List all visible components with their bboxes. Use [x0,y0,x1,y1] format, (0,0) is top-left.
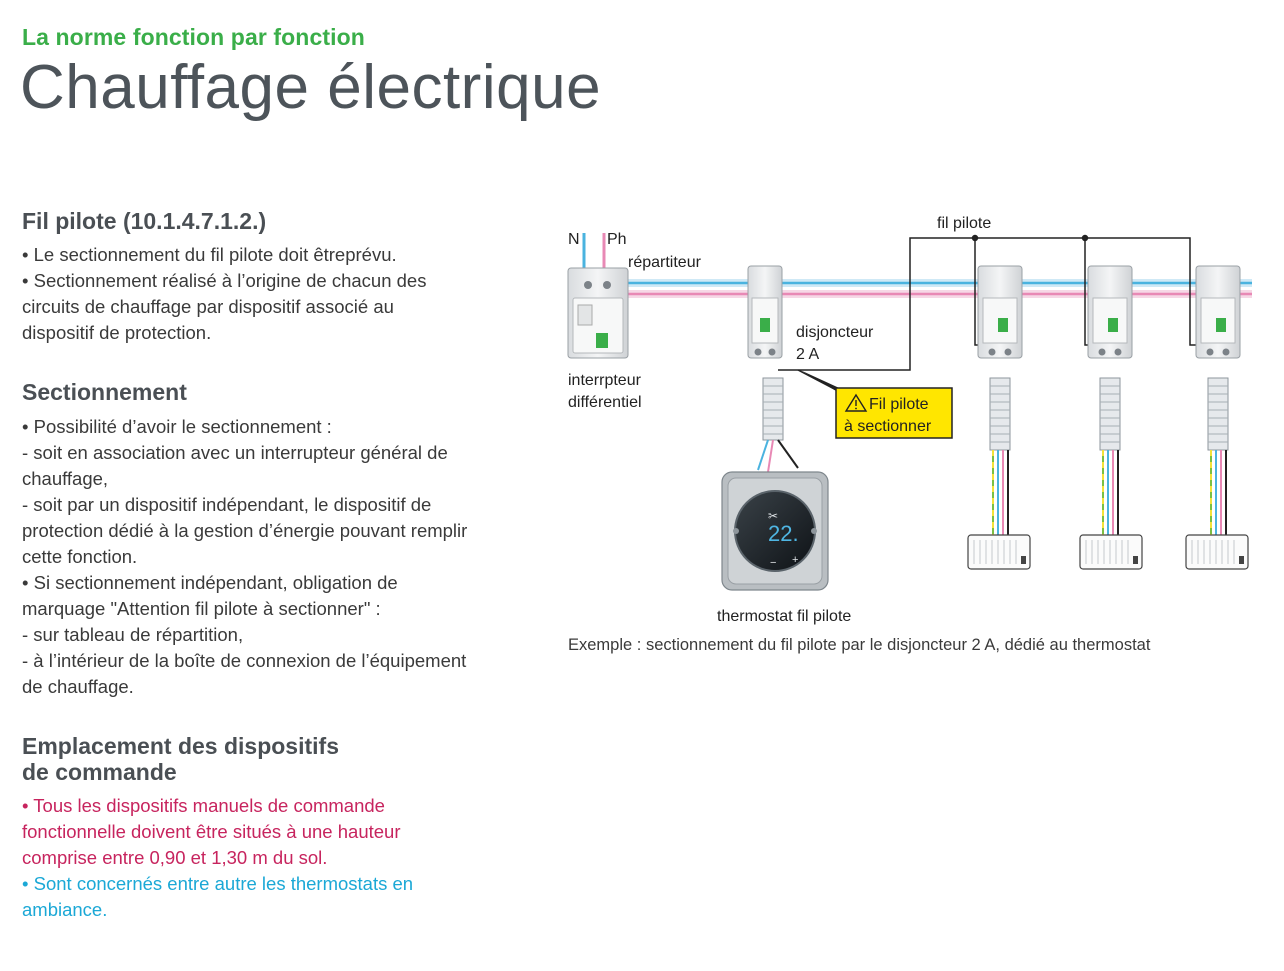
text-line: cette fonction. [22,546,138,567]
label-fil-pilote: fil pilote [937,215,991,232]
text-line: - à l’intérieur de la boîte de connexion… [22,650,467,671]
busbars [612,279,1252,298]
minus-icon: − [770,557,776,569]
conduit [989,377,1011,451]
section-heading-emplacement: Emplacement des dispositifs de commande [22,733,537,785]
supertitle: La norme fonction par fonction [22,24,365,50]
toggle-lever [596,333,608,348]
text-line: - soit par un dispositif indépendant, le… [22,494,432,515]
text-line: marquage "Attention fil pilote à section… [22,598,381,619]
heading-line: de commande [22,759,177,785]
junction-dot [1081,234,1089,242]
toggle-lever [998,318,1008,332]
text-line: • Possibilité d’avoir le sectionnement : [22,416,332,437]
section-body-sectionnement: • Possibilité d’avoir le sectionnement :… [22,414,537,700]
terminal-screw [584,281,592,289]
breaker-2a [747,265,783,359]
text-line-red: fonctionnelle doivent être situés à une … [22,821,401,842]
text-line-cyan: ambiance. [22,899,108,920]
section-heading-fil-pilote: Fil pilote (10.1.4.7.1.2.) [22,208,267,234]
label-interrupteur-2: différentiel [568,394,642,411]
label-thermostat: thermostat fil pilote [717,608,851,625]
terminal-screw [1004,348,1012,356]
terminal-screw [1222,348,1230,356]
heater-breakers [977,265,1241,359]
warning-text-line1: Fil pilote [869,396,929,413]
heater-2 [1079,534,1143,570]
text-line: - sur tableau de répartition, [22,624,244,645]
text-line-red: comprise entre 0,90 et 1,30 m du sol. [22,847,328,868]
text-line: protection dédié à la gestion d’énergie … [22,520,468,541]
differential-switch [567,267,629,359]
toggle-lever [1108,318,1118,332]
mount-screw [811,528,817,534]
mount-screw [733,528,739,534]
breaker-heater-2 [1087,265,1133,359]
breaker-heater-3 [1195,265,1241,359]
label-interrupteur-1: interrpteur [568,372,642,389]
warning-text-line2: à sectionner [844,418,932,435]
terminal-screw [1098,348,1106,356]
conduit-ribs [763,385,1228,443]
text-line: chauffage, [22,468,109,489]
section-heading-sectionnement: Sectionnement [22,379,187,405]
toggle-lever [760,318,770,332]
heater-1 [967,534,1031,570]
conduit [1099,377,1121,451]
thermostat: 22. ✂ − + [721,471,829,591]
plus-icon: + [792,554,798,566]
terminal-screw [1206,348,1214,356]
terminal-screw [1114,348,1122,356]
text-line: de chauffage. [22,676,134,697]
page-title: Chauffage électrique [20,53,602,122]
terminal-screw [768,348,776,356]
junction-dot [971,234,979,242]
label-n: N [568,231,580,248]
conduit [1207,377,1229,451]
conduit [762,377,784,441]
text-line: • Le sectionnement du fil pilote doit êt… [22,244,397,265]
terminal-screw [603,281,611,289]
text-line: - soit en association avec un interrupte… [22,442,448,463]
text-line: • Sectionnement réalisé à l’origine de c… [22,270,427,291]
breaker-heater-1 [977,265,1023,359]
warning-label: Fil pilote à sectionner [797,369,953,439]
section-body-fil-pilote: • Le sectionnement du fil pilote doit êt… [22,242,537,346]
terminal-screw [988,348,996,356]
text-line-red: • Tous les dispositifs manuels de comman… [22,795,385,816]
text-line: dispositif de protection. [22,322,212,343]
label-ph: Ph [607,231,627,248]
text-line: • Si sectionnement indépendant, obligati… [22,572,398,593]
section-body-emplacement: • Tous les dispositifs manuels de comman… [22,793,537,923]
thermostat-display: 22. [768,521,799,546]
label-2a: 2 A [796,346,819,363]
heater-3 [1185,534,1249,570]
heaters [967,534,1249,570]
section-fil-pilote: Fil pilote (10.1.4.7.1.2.) • Le sectionn… [22,208,537,346]
toggle-lever [1216,318,1226,332]
heading-line: Emplacement des dispositifs [22,733,339,759]
label-disjoncteur: disjoncteur [796,324,874,341]
thermostat-fan-icon: ✂ [768,509,778,523]
label-repartiteur: répartiteur [628,254,702,271]
thermostat-wires [757,439,799,473]
section-sectionnement: Sectionnement • Possibilité d’avoir le s… [22,379,537,700]
heater-wires [992,450,1227,540]
test-button [577,304,593,326]
text-line: circuits de chauffage par dispositif ass… [22,296,394,317]
fil-pilote-main [778,237,1222,371]
warning-icon [844,393,868,412]
wiring-diagram: N Ph répartiteur fil pilote interrpteur … [567,215,1252,625]
text-line-cyan: • Sont concernés entre autre les thermos… [22,873,414,894]
section-emplacement: Emplacement des dispositifs de commande … [22,733,537,923]
diagram-caption: Exemple : sectionnement du fil pilote pa… [568,636,1151,654]
terminal-screw [754,348,762,356]
